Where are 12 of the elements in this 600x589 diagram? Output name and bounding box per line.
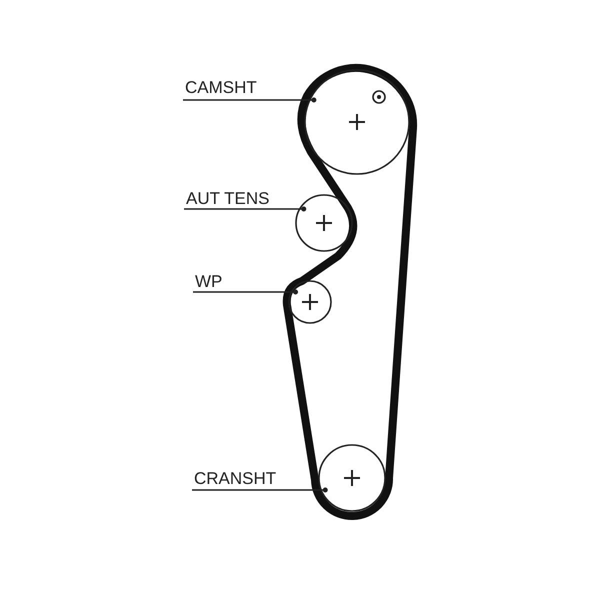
pulley-drawing xyxy=(294,193,354,253)
part-label: WP xyxy=(195,273,222,291)
pulley-drawing xyxy=(303,68,411,176)
part-label: CRANSHT xyxy=(194,470,276,488)
leader-line xyxy=(183,98,316,102)
pulley-drawing xyxy=(287,279,333,325)
pulley-drawing xyxy=(317,443,387,513)
part-label: CAMSHT xyxy=(185,79,257,97)
part-label: AUT TENS xyxy=(186,190,270,208)
leader-line xyxy=(193,290,298,294)
leader-line xyxy=(192,488,328,492)
leader-line xyxy=(184,206,306,212)
